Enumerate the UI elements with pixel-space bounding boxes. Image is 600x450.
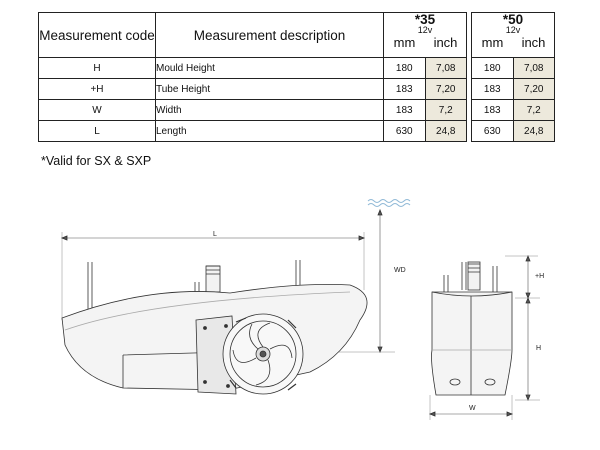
- column-gap: [466, 78, 472, 100]
- model-name: *35: [414, 12, 436, 27]
- column-gap: [466, 12, 472, 58]
- measurement-code-header: Measurement code: [38, 12, 156, 58]
- unit-mm: mm: [481, 35, 504, 50]
- inch-cell: 7,2: [512, 99, 555, 121]
- mm-cell: 630: [383, 120, 426, 142]
- inch-cell: 7,20: [424, 78, 467, 100]
- inch-cell: 24,8: [424, 120, 467, 142]
- column-gap: [466, 99, 472, 121]
- inch-cell: 24,8: [512, 120, 555, 142]
- model-voltage: 12v: [417, 25, 433, 35]
- width-label: W: [469, 405, 476, 412]
- inch-cell: 7,08: [512, 57, 555, 79]
- model-name: *50: [502, 12, 524, 27]
- height-label: H: [536, 345, 541, 352]
- model-voltage: 12v: [505, 25, 521, 35]
- column-gap: [466, 57, 472, 79]
- front-view-drawing: [428, 254, 540, 420]
- table-row: +H Tube Height 183 7,20 183 7,20: [38, 78, 555, 100]
- description-cell: Length: [155, 120, 384, 142]
- water-depth-label: WD: [394, 267, 406, 274]
- tube-height-label: +H: [535, 273, 544, 280]
- table-row: H Mould Height 180 7,08 180 7,08: [38, 57, 555, 79]
- table-row: L Length 630 24,8 630 24,8: [38, 120, 555, 142]
- dimensions-table: Measurement code Measurement description…: [38, 12, 555, 142]
- inch-cell: 7,20: [512, 78, 555, 100]
- validity-note: *Valid for SX & SXP: [41, 154, 152, 168]
- measurement-description-header: Measurement description: [155, 12, 384, 58]
- unit-headers: mm inch: [384, 35, 466, 50]
- side-view-drawing: [60, 208, 395, 395]
- inch-cell: 7,2: [424, 99, 467, 121]
- length-label: L: [213, 231, 217, 238]
- unit-mm: mm: [393, 35, 416, 50]
- table-row: W Width 183 7,2 183 7,2: [38, 99, 555, 121]
- unit-inch: inch: [521, 35, 546, 50]
- water-surface-icon: [367, 199, 411, 207]
- unit-headers: mm inch: [472, 35, 554, 50]
- inch-cell: 7,08: [424, 57, 467, 79]
- unit-inch: inch: [433, 35, 458, 50]
- column-gap: [466, 120, 472, 142]
